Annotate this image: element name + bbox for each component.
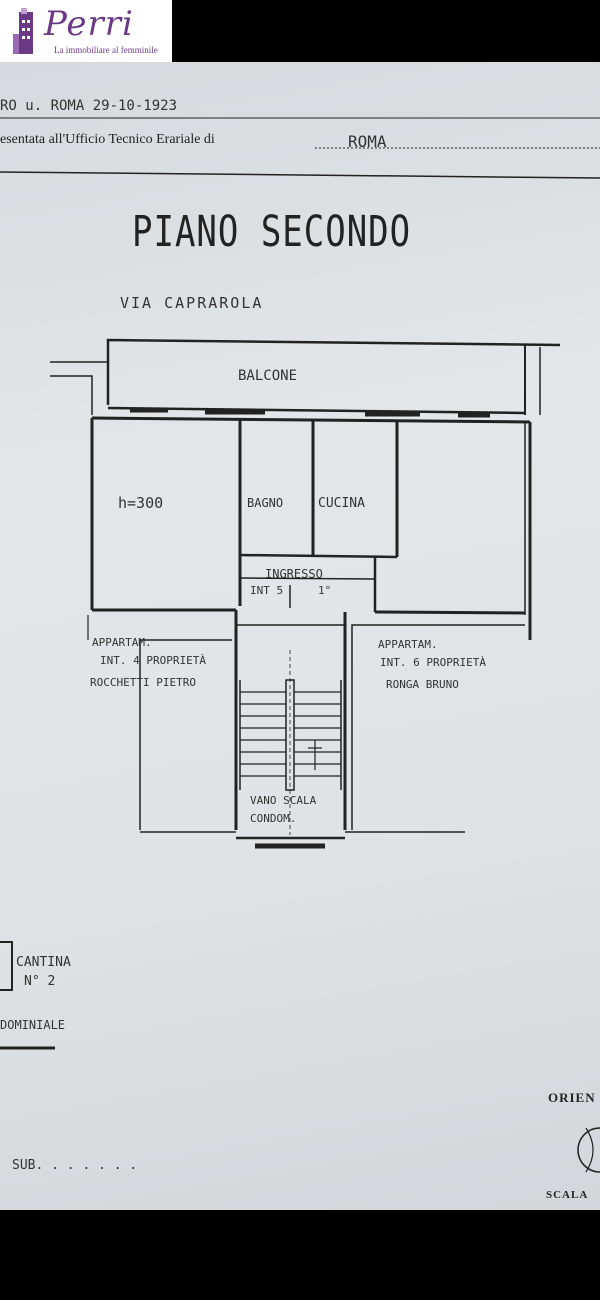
cellar-label: CANTINA bbox=[16, 955, 71, 970]
floor-plan-drawing bbox=[0, 117, 600, 1173]
left-apartment-line-1: APPARTAM. bbox=[92, 636, 152, 649]
street-label: VIA CAPRAROLA bbox=[120, 294, 264, 312]
stair-label-line-1: VANO SCALA bbox=[250, 794, 317, 807]
left-apartment-line-3: ROCCHETTI PIETRO bbox=[90, 676, 196, 689]
apartment-int-number: 1° bbox=[318, 584, 332, 597]
scale-label: SCALA bbox=[546, 1189, 589, 1201]
header-city-date: RO u. ROMA 29-10-1923 bbox=[0, 98, 178, 114]
right-apartment-line-2: INT. 6 PROPRIETÀ bbox=[380, 656, 486, 669]
cellar-number: N° 2 bbox=[24, 974, 56, 989]
condominial-label: DOMINIALE bbox=[0, 1018, 66, 1032]
sub-label: SUB. . . . . . . bbox=[12, 1158, 138, 1173]
logo-brand-text: Perri bbox=[44, 4, 134, 44]
plan-title: PIANO SECONDO bbox=[132, 207, 412, 257]
floor-plan-document: RO u. ROMA 29-10-1923 esentata all'Uffic… bbox=[0, 62, 600, 1210]
orientation-label: ORIEN bbox=[548, 1090, 596, 1105]
room-kitchen: CUCINA bbox=[318, 496, 365, 511]
room-bath: BAGNO bbox=[247, 496, 284, 510]
room-balcony: BALCONE bbox=[238, 368, 298, 384]
header-office-city: ROMA bbox=[348, 132, 387, 151]
header-office-label: esentata all'Ufficio Tecnico Erariale di bbox=[0, 132, 215, 147]
stair-label-line-2: CONDOM. bbox=[250, 812, 297, 825]
right-apartment-line-1: APPARTAM. bbox=[378, 638, 438, 651]
logo-tagline: La immobiliare al femminile bbox=[54, 45, 158, 55]
apartment-int-label: INT 5 bbox=[250, 584, 284, 597]
building-logo-icon bbox=[13, 8, 33, 54]
right-apartment-line-3: RONGA BRUNO bbox=[386, 678, 459, 691]
room-entrance: INGRESSO bbox=[265, 567, 323, 581]
left-apartment-line-2: INT. 4 PROPRIETÀ bbox=[100, 654, 206, 667]
perri-logo[interactable]: Perri La immobiliare al femminile bbox=[0, 0, 172, 62]
room-height: h=300 bbox=[118, 494, 164, 512]
